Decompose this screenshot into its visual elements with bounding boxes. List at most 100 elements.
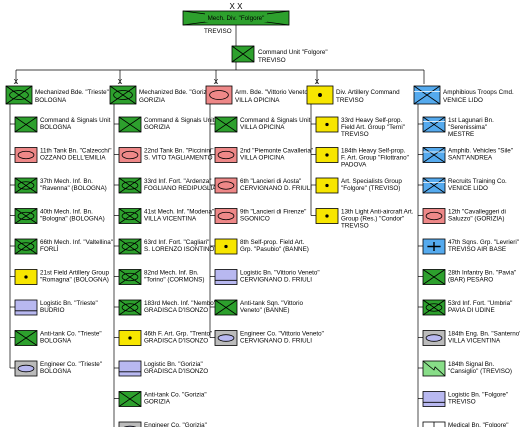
column-2-unit-3-symbol xyxy=(118,177,142,194)
column-5-unit-4-location: Saluzzo" (GORIZIA) xyxy=(448,216,504,223)
column-2-brigade-symbol xyxy=(109,85,137,105)
column-1-unit-1-name: Command & Signals Unit xyxy=(40,117,111,124)
column-1-unit-3-symbol xyxy=(14,177,38,194)
column-5-unit-1-name: 1st Lagunari Bn. xyxy=(448,117,494,124)
column-5-unit-4-symbol xyxy=(422,208,446,224)
column-1-unit-4-name: 40th Mech. Inf. Bn. xyxy=(40,209,93,216)
division-name: Mech. Div. "Folgore" xyxy=(208,15,265,22)
column-1-unit-2-location: OZZANO DELL'EMILIA xyxy=(40,155,106,162)
column-5-unit-10-name: Logistic Bn. "Folgore" xyxy=(448,392,508,399)
column-2-unit-6-location: "Torino" (CORMONS) xyxy=(144,277,204,284)
column-5-brigade-symbol xyxy=(413,85,441,105)
column-2-unit-3-name: 33rd Inf. Fort. "Ardenza" xyxy=(144,178,211,185)
column-5-unit-11-name: Medical Bn. "Folgore" xyxy=(448,422,508,427)
column-4-unit-4-name: 13th Light Anti-aircraft Art. xyxy=(341,209,414,216)
column-2-unit-7-symbol xyxy=(118,299,142,316)
column-3-unit-1-symbol xyxy=(214,116,238,133)
column-3-unit-6-location: CERVIGNANO D. FRIULI xyxy=(240,277,312,284)
column-3-unit-7-location: Veneto" (BANNE) xyxy=(240,307,289,314)
column-3-unit-6-symbol xyxy=(214,269,238,285)
column-5-unit-1-extra: MESTRE xyxy=(448,131,474,138)
column-1-unit-2-name: 11th Tank Bn. "Calzecchi" xyxy=(40,148,111,155)
column-1-unit-6-name: 21st Field Artillery Group xyxy=(40,270,109,277)
column-2-unit-1-symbol xyxy=(118,116,142,133)
column-5-unit-1-location: "Serenissima" xyxy=(448,124,487,131)
column-4-unit-2-symbol xyxy=(315,147,339,163)
column-2-unit-2-name: 22nd Tank Bn. "Piccinini" xyxy=(144,148,213,155)
column-1-brigade-name: Mechanized Bde. "Trieste" xyxy=(35,89,109,96)
column-3-unit-1-name: Command & Signals Unit xyxy=(240,117,311,124)
column-4-brigade-name: Div. Artillery Command xyxy=(336,89,400,96)
column-4-unit-1-name: 33rd Heavy Self-prop. xyxy=(341,117,403,124)
column-2-size-marker: X xyxy=(118,79,123,86)
column-5-unit-4-name: 12th "Cavalleggeri di xyxy=(448,209,506,216)
column-1-unit-1-symbol xyxy=(14,116,38,133)
column-3-unit-8-name: Engineer Co. "Vittorio Veneto" xyxy=(240,331,324,338)
hq-unit-name: Command Unit "Folgore" xyxy=(258,49,328,56)
column-1-unit-5-name: 66th Mech. Inf. "Valtellina" xyxy=(40,239,113,246)
column-2-unit-2-symbol xyxy=(118,147,142,163)
hq-unit-location: TREVISO xyxy=(258,57,286,64)
division-location: TREVISO xyxy=(204,28,232,35)
column-2-unit-5-name: 63rd Inf. Fort. "Cagliari" xyxy=(144,239,209,246)
column-4-unit-2-name: 184th Heavy Self-prop. xyxy=(341,148,406,155)
column-4-unit-1-location: Field Art. Group "Terni" xyxy=(341,124,405,131)
column-2-unit-9-location: GRADISCA D'ISONZO xyxy=(144,368,208,375)
column-3-unit-3-name: 6th "Lancieri di Aosta" xyxy=(240,178,301,185)
column-4-unit-4-extra: TREVISO xyxy=(341,223,369,230)
column-5-unit-3-symbol xyxy=(422,177,446,194)
column-1-unit-4-symbol xyxy=(14,208,38,224)
column-2-unit-11-symbol xyxy=(118,421,142,427)
column-2-unit-6-name: 82nd Mech. Inf. Bn. xyxy=(144,270,199,277)
column-5-unit-5-symbol xyxy=(422,238,446,255)
column-3-unit-6-name: Logistic Bn. "Vittorio Veneto" xyxy=(240,270,320,277)
column-5-unit-2-name: Amphib. Vehicles "Sile" xyxy=(448,148,513,155)
column-4-unit-4-symbol xyxy=(315,208,339,224)
column-5-unit-3-location: VENICE LIDO xyxy=(448,185,488,192)
column-2-unit-6-symbol xyxy=(118,269,142,285)
column-2-unit-10-symbol xyxy=(118,391,142,407)
column-5-unit-10-location: TREVISO xyxy=(448,399,476,406)
hq-unit-symbol xyxy=(231,45,255,63)
column-4-brigade-symbol xyxy=(306,85,334,105)
column-5-brigade-name: Amphibious Troops Cmd. xyxy=(443,89,514,96)
column-1-unit-7-name: Logistic Bn. "Trieste" xyxy=(40,300,98,307)
column-3-size-marker: X xyxy=(214,79,219,86)
column-1-unit-1-location: BOLOGNA xyxy=(40,124,72,131)
column-4-size-marker: X xyxy=(315,79,320,86)
column-1-unit-2-symbol xyxy=(14,147,38,163)
column-2-unit-9-name: Logistic Bn. "Gorizia" xyxy=(144,361,203,368)
column-3-unit-5-symbol xyxy=(214,238,238,255)
column-2-unit-7-location: GRADISCA D'ISONZO xyxy=(144,307,208,314)
column-3-unit-5-name: 8th Self-prop. Field Art. xyxy=(240,239,305,246)
column-2-unit-1-location: GORIZIA xyxy=(144,124,171,131)
column-5-unit-8-symbol xyxy=(422,330,446,346)
column-3-unit-7-name: Anti-tank Sqn. "Vittorio xyxy=(240,300,304,307)
column-5-unit-7-location: PAVIA DI UDINE xyxy=(448,307,495,314)
column-2-brigade-name: Mechanized Bde. "Gorizia" xyxy=(139,89,214,96)
column-2-unit-8-location: GRADISCA D'ISONZO xyxy=(144,338,208,345)
column-2-unit-4-name: 41st Mech. Inf. "Modena" xyxy=(144,209,214,216)
column-3-unit-3-symbol xyxy=(214,177,238,194)
column-2-unit-7-name: 183rd Mech. Inf. "Nembo" xyxy=(144,300,216,307)
column-2-unit-10-location: GORIZIA xyxy=(144,399,171,406)
column-4-unit-2-extra: PADOVA xyxy=(341,162,367,169)
column-3-unit-4-symbol xyxy=(214,208,238,224)
column-2-unit-4-location: VILLA VICENTINA xyxy=(144,216,197,223)
column-4-unit-1-symbol xyxy=(315,116,339,133)
column-5-unit-2-location: SANT'ANDREA xyxy=(448,155,493,162)
column-5-unit-8-name: 184th Eng. Bn. "Santerno" xyxy=(448,331,520,338)
column-3-unit-7-symbol xyxy=(214,299,238,316)
column-1-unit-8-symbol xyxy=(14,330,38,346)
column-1-unit-9-location: BOLOGNA xyxy=(40,368,72,375)
column-1-brigade-location: BOLOGNA xyxy=(35,97,67,104)
column-2-unit-1-name: Command & Signals Unit xyxy=(144,117,215,124)
column-1-unit-6-location: "Romagna" (BOLOGNA) xyxy=(40,277,109,284)
column-3-unit-8-symbol xyxy=(214,330,238,346)
column-5-unit-11-symbol xyxy=(422,421,446,427)
column-3-unit-2-location: VILLA OPICINA xyxy=(240,155,285,162)
column-5-unit-5-name: 47th Sqns. Grp. "Levrieri" xyxy=(448,239,519,246)
column-5-unit-6-location: (BAR) PESARO xyxy=(448,277,493,284)
column-5-unit-9-name: 184th Signal Bn. xyxy=(448,361,494,368)
